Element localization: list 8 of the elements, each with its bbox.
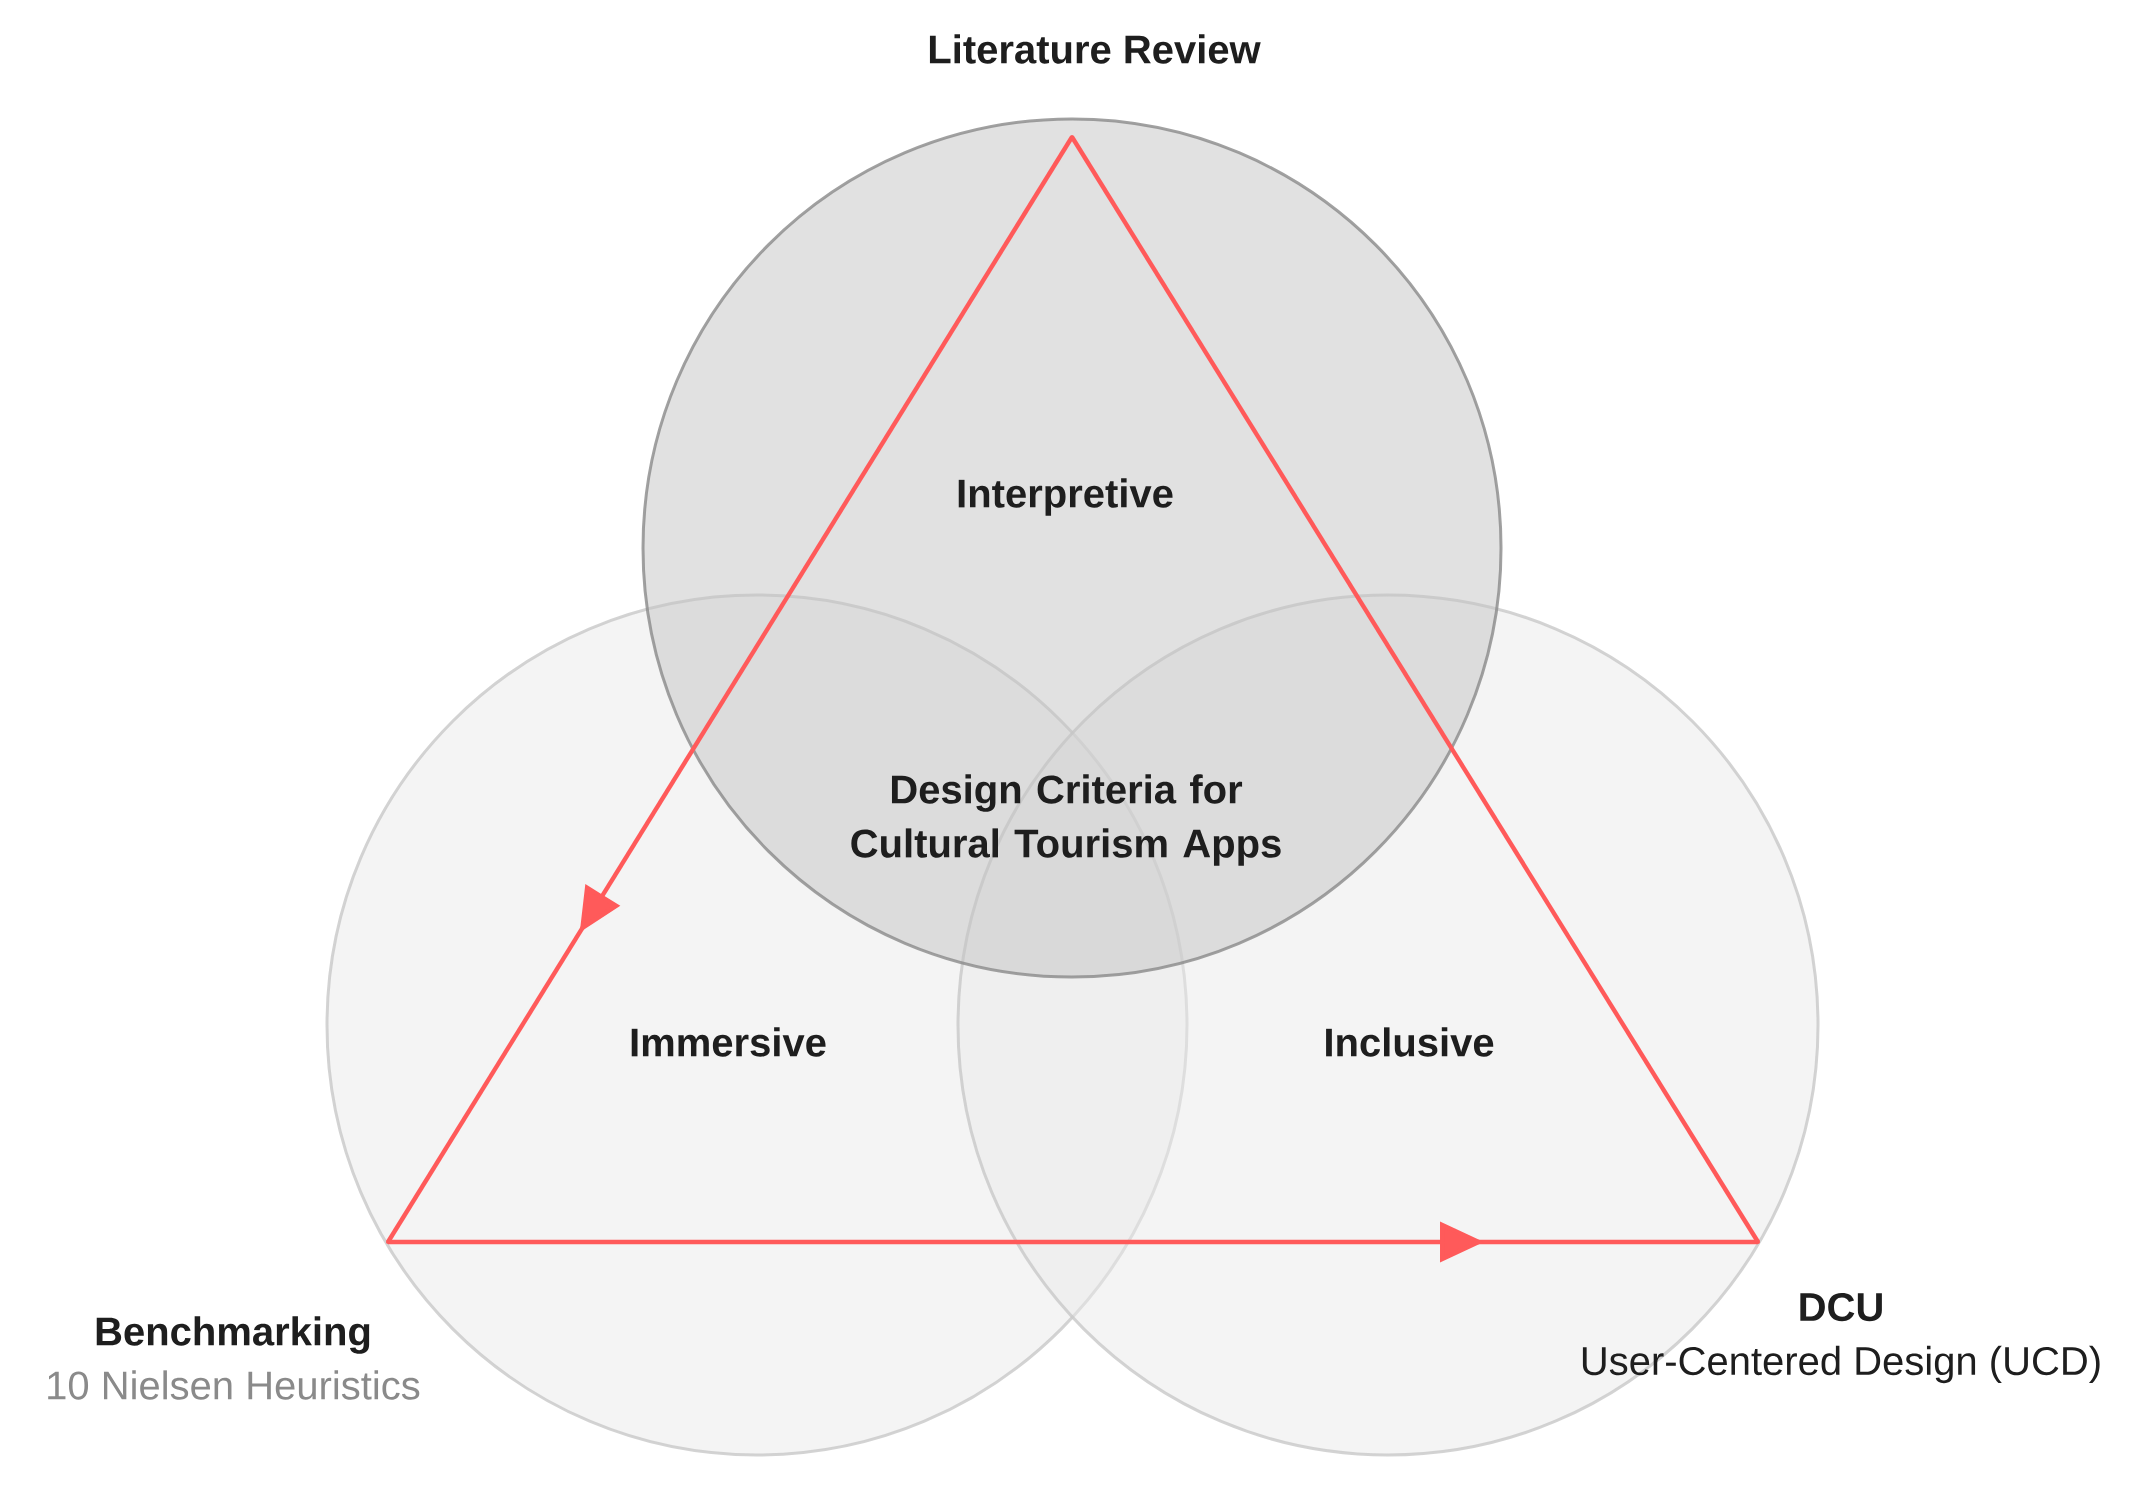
vertex-label: Literature Review <box>929 34 1261 64</box>
vertex-label: DCU User-Centered Design (UCD) <box>1582 1292 2100 1384</box>
vertex-label: Benchmarking 10 Nielsen Heuristics <box>48 1316 420 1400</box>
circle-label: Interpretive <box>958 478 1173 516</box>
circle-label: Inclusive <box>1326 1027 1494 1057</box>
circle-label: Design Criteria for Cultural Tourism Apps <box>851 774 1281 866</box>
arrow <box>386 135 1074 1244</box>
circle-label: Immersive <box>631 1027 826 1057</box>
